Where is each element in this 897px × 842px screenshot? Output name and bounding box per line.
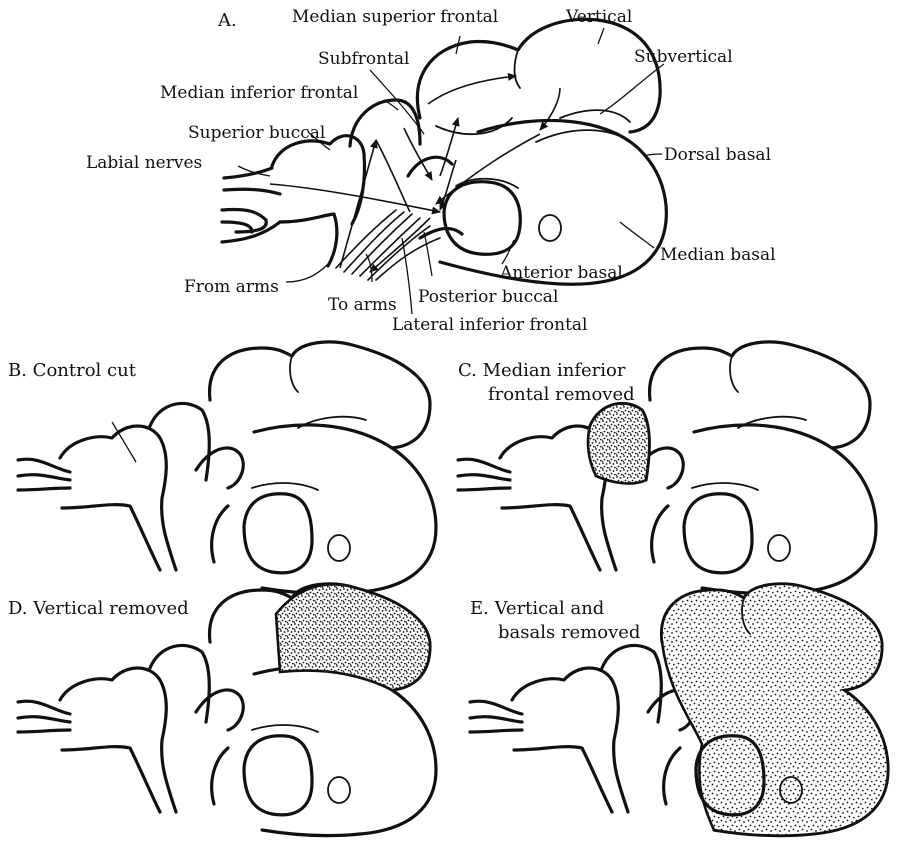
label-median-inferior-frontal: Median inferior frontal <box>160 83 358 103</box>
label-from-arms: From arms <box>184 277 279 297</box>
removed-median-inferior-frontal <box>588 403 649 483</box>
panel-c-title-line2: frontal removed <box>488 384 635 405</box>
superior-buccal-lobe <box>280 214 337 266</box>
panel-b-title: B. Control cut <box>8 360 137 381</box>
panel-c: C. Median inferior frontal removed <box>458 342 876 594</box>
panel-e: E. Vertical and basals removed <box>470 584 888 836</box>
label-labial-nerves: Labial nerves <box>86 153 202 173</box>
label-lateral-inferior-frontal: Lateral inferior frontal <box>392 315 588 335</box>
panel-a-title: A. <box>217 10 237 31</box>
panel-a: A. Median superior frontal Vertical Subv… <box>86 7 776 335</box>
label-vertical: Vertical <box>565 7 632 27</box>
labial-nerve-line <box>224 168 272 178</box>
removed-vertical-and-basals <box>662 584 888 836</box>
panel-e-title-line1: E. Vertical and <box>470 598 604 619</box>
label-to-arms: To arms <box>328 295 397 315</box>
label-subvertical: Subvertical <box>634 47 733 67</box>
label-superior-buccal: Superior buccal <box>188 123 325 143</box>
panel-d: D. Vertical removed <box>8 584 436 836</box>
label-anterior-basal: Anterior basal <box>499 263 623 283</box>
label-posterior-buccal: Posterior buccal <box>418 287 558 307</box>
panel-c-title-line1: C. Median inferior <box>458 360 626 381</box>
label-dorsal-basal: Dorsal basal <box>664 145 771 165</box>
panel-e-title-line2: basals removed <box>498 622 640 643</box>
label-median-basal: Median basal <box>660 245 776 265</box>
anterior-basal-lobe <box>444 182 520 255</box>
basal-lobe <box>440 120 666 284</box>
label-median-superior-frontal: Median superior frontal <box>292 7 498 27</box>
panel-d-title: D. Vertical removed <box>8 598 189 619</box>
panel-b: B. Control cut <box>8 342 436 594</box>
removed-vertical <box>276 584 430 690</box>
label-subfrontal: Subfrontal <box>318 49 409 69</box>
vertical-lobe <box>417 19 660 132</box>
